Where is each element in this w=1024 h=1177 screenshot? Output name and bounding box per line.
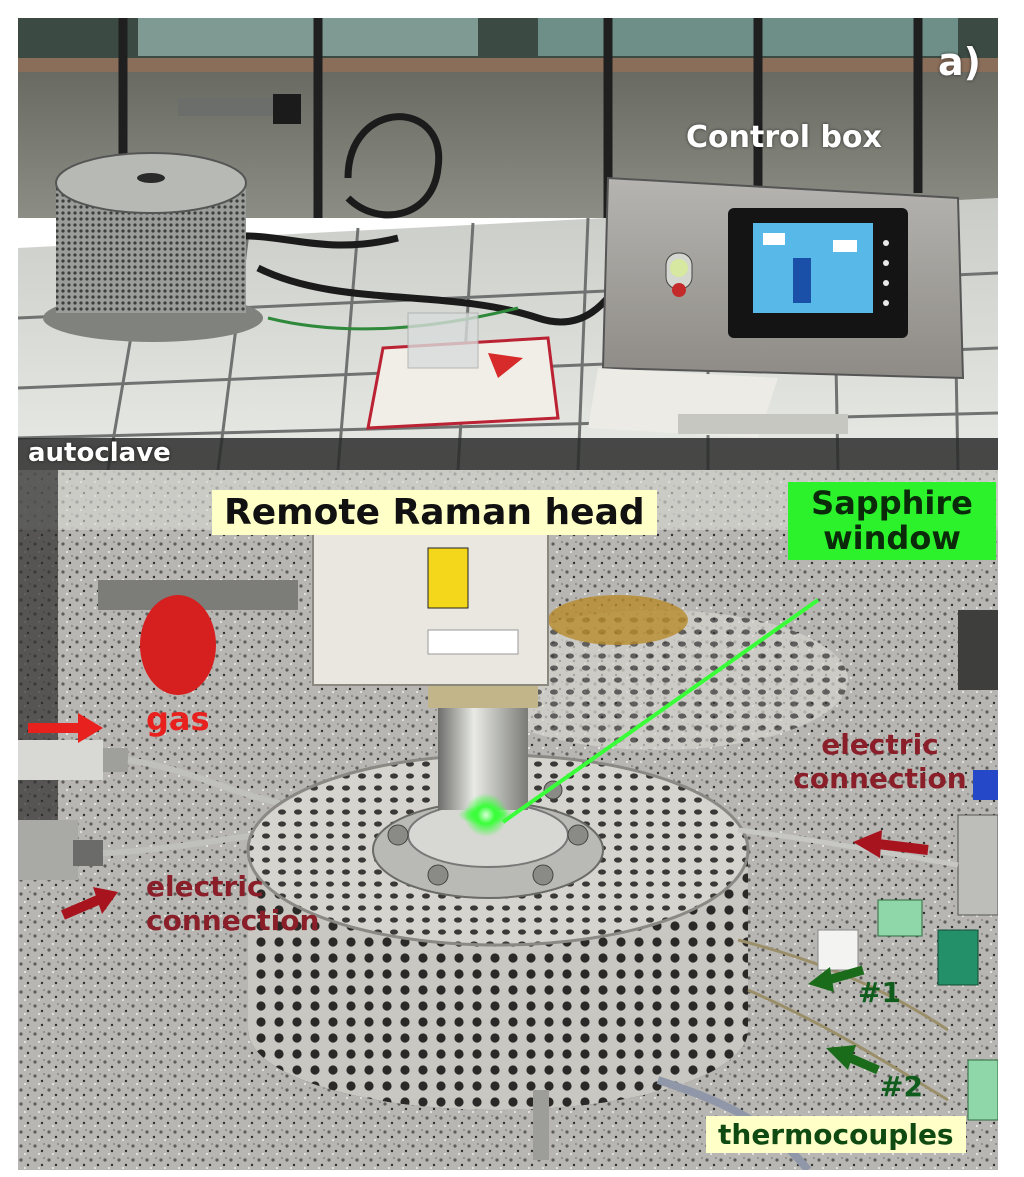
- lab-bench-photo: [18, 18, 998, 470]
- gas-arrow: [28, 713, 103, 743]
- figure-frame: a) Control box autoclave: [18, 18, 998, 1170]
- electric-connection-right-label: electric connection: [793, 728, 967, 795]
- sapphire-window-pointer: [501, 598, 820, 824]
- thermocouple-1-arrow: [808, 965, 865, 992]
- panel-label: a): [938, 40, 982, 84]
- bottom-photo: Remote Raman head Sapphire window gas el…: [18, 470, 998, 1170]
- raman-head-label: Remote Raman head: [212, 490, 657, 535]
- control-box-label: Control box: [686, 120, 882, 155]
- sapphire-window-label: Sapphire window: [788, 482, 996, 561]
- thermocouples-label: thermocouples: [706, 1116, 966, 1153]
- gas-label: gas: [146, 700, 210, 738]
- top-photo: a) Control box autoclave: [18, 18, 998, 470]
- electric-connection-right-arrow: [853, 830, 929, 858]
- thermocouple-2-arrow: [826, 1045, 880, 1075]
- electric-connection-left-label: electric connection: [146, 870, 320, 937]
- thermocouple-1-label: #1: [858, 976, 901, 1009]
- raman-cell-photo: [18, 470, 998, 1170]
- autoclave-label: autoclave: [28, 438, 171, 468]
- electric-connection-left-arrow: [61, 887, 118, 920]
- thermocouple-2-label: #2: [880, 1070, 923, 1103]
